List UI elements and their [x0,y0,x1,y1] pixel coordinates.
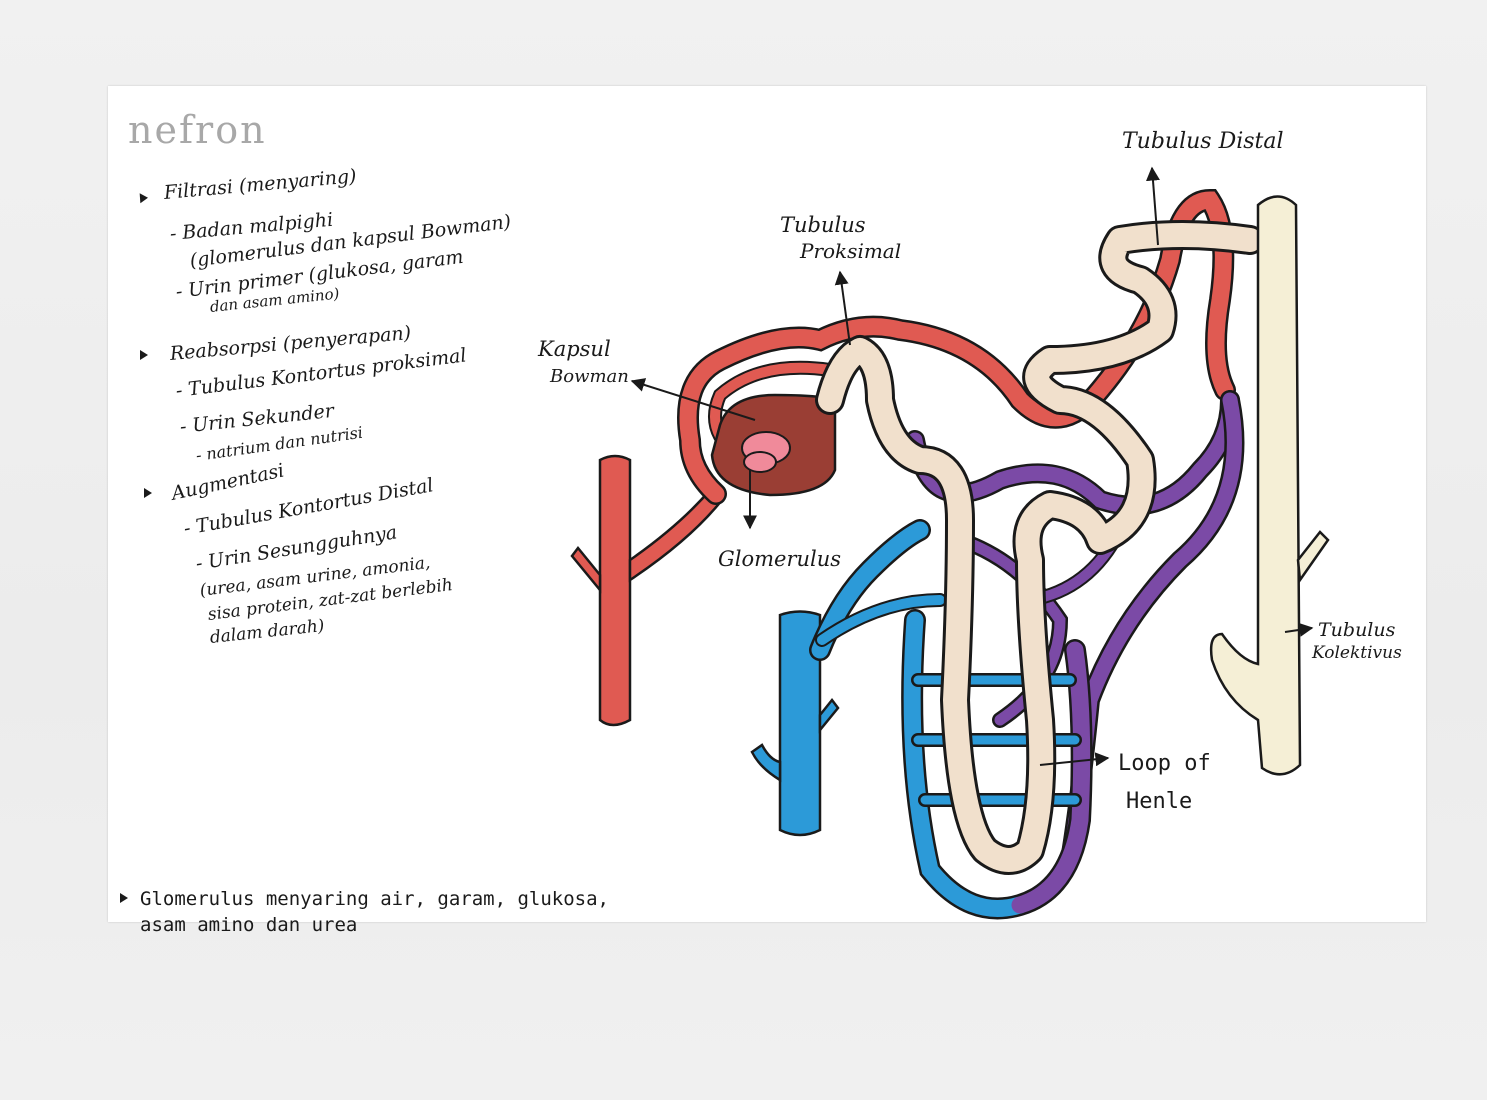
bowman-capsule [710,393,837,497]
label-kapsul-bowman-2: Bowman [549,366,629,387]
bullet-icon [144,488,152,498]
label-tubulus-proksimal-2: Proksimal [799,239,901,263]
footer-line-1: Glomerulus menyaring air, garam, glukosa… [140,888,609,910]
page-title: nefron [128,108,267,152]
footer-line-2: asam amino dan urea [140,914,358,936]
label-glomerulus: Glomerulus [718,547,841,571]
bullet-icon [120,893,128,903]
label-loop-of-henle-2: Henle [1126,789,1192,814]
label-kapsul-bowman: Kapsul [537,337,611,361]
renal-artery [570,454,724,727]
label-arrows [630,166,1314,767]
label-tubulus-kolektivus: Tubulus [1318,619,1396,641]
label-tubulus-distal: Tubulus Distal [1122,129,1284,154]
label-loop-of-henle: Loop of [1118,751,1211,776]
renal-vein [750,610,840,837]
label-tubulus-kolektivus-2: Kolektivus [1311,643,1402,663]
nephron-tubule [815,220,1265,875]
collecting-duct [1209,195,1330,776]
bullet-icon [140,350,148,360]
label-tubulus-proksimal: Tubulus [780,213,866,237]
